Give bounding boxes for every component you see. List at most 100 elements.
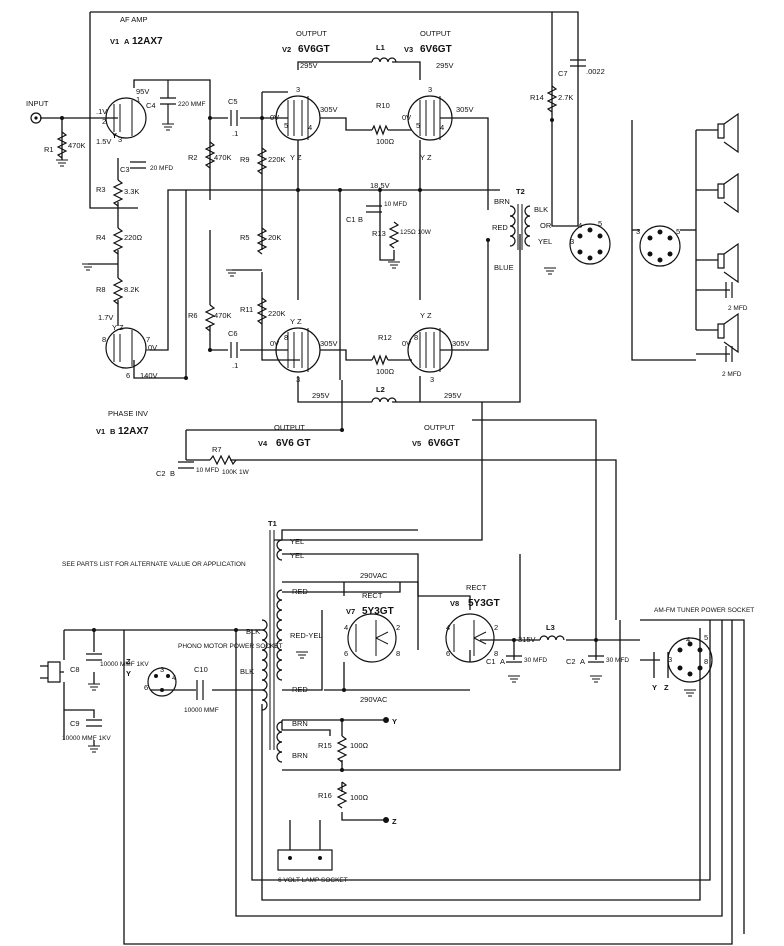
tube-v8: 4 6 2 8 bbox=[445, 613, 498, 663]
pin-4: 4 bbox=[446, 623, 450, 632]
c7-id: C7 bbox=[558, 69, 568, 78]
voltage-labels: .1V 95V 1.5V 1.7V 0V 140V 295V 295V 305V… bbox=[96, 61, 536, 704]
speaker-icon bbox=[717, 112, 739, 154]
wire-label: BLK bbox=[534, 205, 548, 214]
pin-3: 3 bbox=[296, 85, 300, 94]
lamp-socket bbox=[277, 849, 333, 871]
r14-value: 2.7K bbox=[558, 93, 573, 102]
pin-6: 6 bbox=[344, 649, 348, 658]
tube-v3: 3 5 4 Y Z bbox=[407, 85, 453, 162]
phono-socket: 3 4 6 bbox=[144, 665, 177, 697]
r15-id: R15 bbox=[318, 741, 332, 750]
lamp-socket-label: 6 VOLT LAMP SOCKET bbox=[278, 877, 348, 884]
c5-value: .1 bbox=[232, 129, 238, 138]
r6-id: R6 bbox=[188, 311, 198, 320]
resistor-r11 bbox=[256, 297, 268, 325]
z-label: Z bbox=[126, 657, 131, 666]
resistor-r15 bbox=[336, 735, 348, 763]
r5-id: R5 bbox=[240, 233, 250, 242]
r1-id: R1 bbox=[44, 145, 54, 154]
stage-v2-title: OUTPUT bbox=[296, 29, 327, 38]
stage-v1a-id: V1 bbox=[110, 37, 119, 46]
resistor-r8 bbox=[112, 277, 124, 305]
stage-v4-id: V4 bbox=[258, 439, 268, 448]
capacitor-c3 bbox=[130, 161, 146, 169]
r6-value: 470K bbox=[214, 311, 232, 320]
c2a-value: 30 MFD bbox=[606, 657, 629, 664]
resistor-r3 bbox=[112, 179, 124, 207]
c8-id: C8 bbox=[70, 665, 80, 674]
resistors bbox=[56, 85, 558, 809]
pin-2: 2 bbox=[396, 623, 400, 632]
capacitor-c2b bbox=[178, 461, 194, 469]
stage-v5-id: V5 bbox=[412, 439, 421, 448]
y-label: Y bbox=[112, 131, 117, 140]
grounds bbox=[56, 123, 696, 753]
stage-v4-tube: 6V6 GT bbox=[276, 438, 310, 449]
capacitor-c1a bbox=[506, 655, 522, 663]
c2b-id: C2 bbox=[156, 469, 166, 478]
speaker-icon bbox=[717, 172, 739, 214]
pin-4: 4 bbox=[440, 123, 444, 132]
pin-3: 3 bbox=[160, 665, 164, 674]
r16-value: 100Ω bbox=[350, 793, 369, 802]
pin-2: 2 bbox=[102, 117, 106, 126]
c2b-suffix: B bbox=[170, 469, 175, 478]
r4-id: R4 bbox=[96, 233, 106, 242]
ground-icon bbox=[56, 159, 68, 167]
c3-value: 20 MFD bbox=[150, 165, 173, 172]
ground-icon bbox=[162, 123, 174, 131]
capacitor-spk2 bbox=[725, 346, 733, 362]
r5-value: 20K bbox=[268, 233, 281, 242]
voltage-label: 18.5V bbox=[370, 181, 390, 190]
c8-value: 10000 MMF 1KV bbox=[100, 661, 149, 668]
voltage-label: 1.7V bbox=[98, 313, 113, 322]
ground-icon bbox=[388, 261, 400, 269]
general-labels: INPUT SEE PARTS LIST FOR ALTERNATE VALUE… bbox=[26, 99, 754, 884]
pin-6: 6 bbox=[144, 683, 148, 692]
voltage-label: 290VAC bbox=[360, 695, 388, 704]
pin-1: 1 bbox=[136, 95, 140, 104]
voltage-label: 305V bbox=[320, 339, 338, 348]
r12-value: 100Ω bbox=[376, 367, 395, 376]
c6-id: C6 bbox=[228, 329, 238, 338]
tube-v1b-heater: Y Z bbox=[112, 323, 124, 332]
voltage-label: 305V bbox=[320, 105, 338, 114]
pin-3: 3 bbox=[118, 135, 122, 144]
stage-v8-id: V8 bbox=[450, 599, 459, 608]
voltage-label: 1.5V bbox=[96, 137, 111, 146]
transformer-t2 bbox=[509, 204, 531, 250]
l2-label: L2 bbox=[376, 385, 385, 394]
capacitor-c4 bbox=[160, 80, 176, 124]
c1b-value: 10 MFD bbox=[384, 201, 407, 208]
c1a-value: 30 MFD bbox=[524, 657, 547, 664]
stage-v1a-tube: 12AX7 bbox=[132, 36, 163, 47]
speaker-icon bbox=[717, 242, 739, 284]
r10-id: R10 bbox=[376, 101, 390, 110]
tube-v2: 3 5 4 Y Z bbox=[275, 85, 321, 162]
c5-id: C5 bbox=[228, 97, 238, 106]
r15-value: 100Ω bbox=[350, 741, 369, 750]
c4-id: C4 bbox=[146, 101, 156, 110]
resistor-r14 bbox=[546, 85, 558, 113]
capacitor-c6 bbox=[230, 342, 238, 358]
voltage-label: 295V bbox=[312, 391, 330, 400]
stage-v7-title: RECT bbox=[362, 591, 383, 600]
voltage-label: 0V bbox=[270, 113, 279, 122]
ground-icon bbox=[296, 651, 308, 659]
c9-value: 10000 MMF 1KV bbox=[62, 735, 111, 742]
pin-3: 3 bbox=[428, 85, 432, 94]
r13-value: 125Ω 10W bbox=[400, 229, 432, 236]
ground-icon bbox=[88, 745, 100, 753]
c2a-id: C2 bbox=[566, 657, 576, 666]
pin-4: 4 bbox=[686, 635, 690, 644]
pin-3: 3 bbox=[430, 375, 434, 384]
voltage-label: .1V bbox=[96, 107, 107, 116]
y-label: Y bbox=[652, 683, 657, 692]
stage-v1b-suffix: B bbox=[110, 427, 116, 436]
stage-v7-id: V7 bbox=[346, 607, 355, 616]
pin-2: 2 bbox=[494, 623, 498, 632]
r14-id: R14 bbox=[530, 93, 544, 102]
z-label: Z bbox=[664, 683, 669, 692]
